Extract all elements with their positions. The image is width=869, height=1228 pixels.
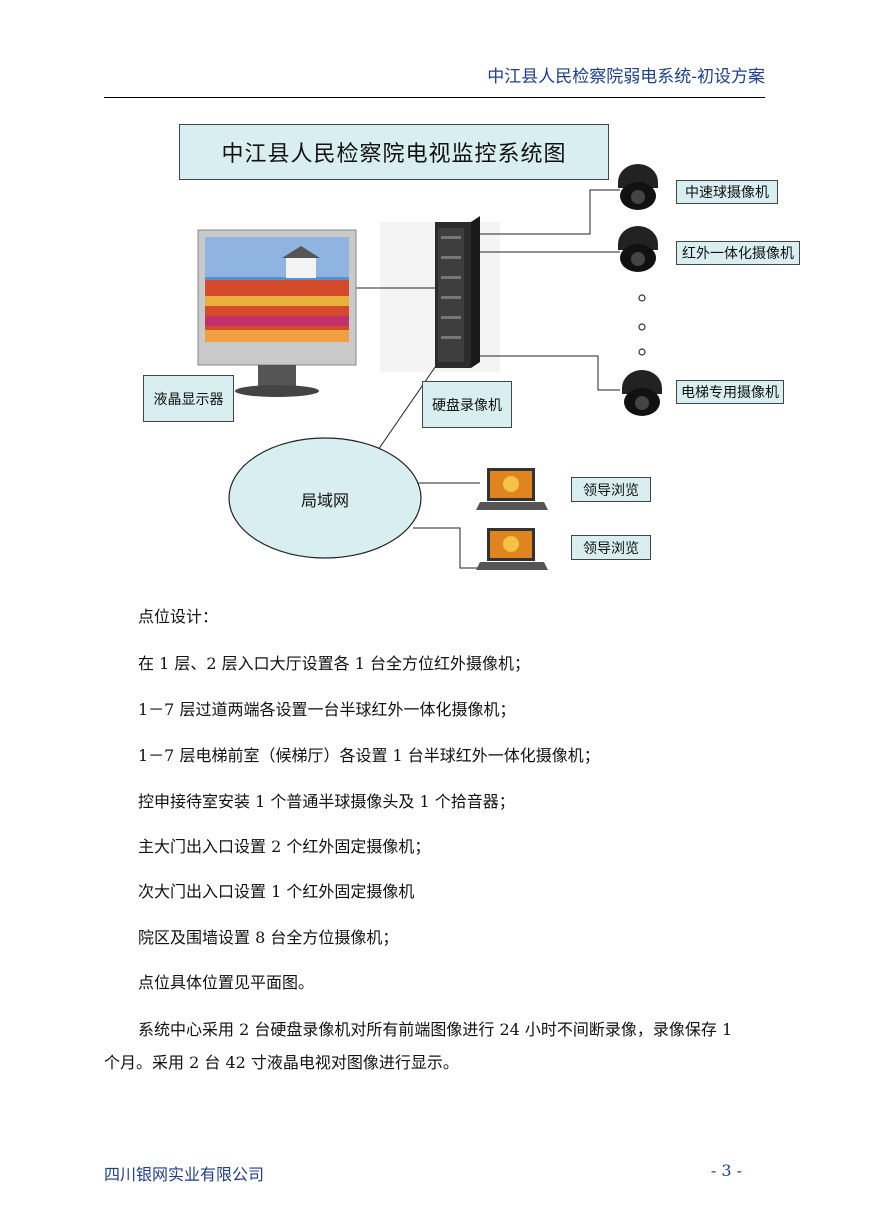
connection-lines — [355, 189, 620, 569]
label-ir-camera: 红外一体化摄像机 — [676, 241, 800, 265]
label-lcd-monitor: 液晶显示器 — [143, 375, 234, 422]
laptop-icon — [476, 528, 548, 570]
summary-line: 系统中心采用 2 台硬盘录像机对所有前端图像进行 24 小时不间断录像，录像保存… — [138, 1020, 733, 1039]
ir-camera-icon — [618, 226, 658, 272]
label-elevator-camera: 电梯专用摄像机 — [676, 380, 784, 404]
hard-disk-recorder-icon — [435, 216, 480, 368]
laptop-icon — [476, 468, 548, 510]
surveillance-system-diagram: 中江县人民检察院电视监控系统图 液晶显示器 硬盘录像机 中速球摄像机 红外一体化… — [0, 0, 869, 600]
label-hard-disk-recorder: 硬盘录像机 — [422, 381, 512, 428]
paragraph: 次大门出入口设置 1 个红外固定摄像机 — [138, 882, 415, 901]
label-speed-dome-camera: 中速球摄像机 — [676, 180, 778, 204]
header-divider — [104, 97, 765, 98]
label-leader-view-1: 领导浏览 — [571, 477, 651, 502]
label-leader-view-2: 领导浏览 — [571, 535, 651, 560]
paragraph: 1－7 层过道两端各设置一台半球红外一体化摄像机； — [138, 700, 516, 719]
line-speed-dome — [470, 189, 620, 235]
paragraph: 院区及围墙设置 8 台全方位摄像机； — [138, 928, 399, 947]
paragraph: 点位设计： — [138, 607, 219, 626]
footer-company: 四川银网实业有限公司 — [104, 1165, 265, 1184]
lan-cloud — [228, 437, 422, 559]
speed-dome-camera-icon — [618, 164, 658, 210]
elevator-camera-icon — [622, 370, 662, 416]
label-lan: 局域网 — [300, 491, 349, 510]
diagram-graphics — [197, 164, 662, 570]
summary-line: 个月。采用 2 台 42 寸液晶电视对图像进行显示。 — [104, 1053, 459, 1072]
line-elevator-camera — [470, 355, 620, 391]
diagram-title: 中江县人民检察院电视监控系统图 — [179, 124, 609, 180]
line-lan-laptop2 — [413, 527, 492, 569]
paragraph: 控申接待室安装 1 个普通半球摄像头及 1 个拾音器； — [138, 792, 515, 811]
ellipsis-dots — [638, 294, 646, 356]
header-title: 中江县人民检察院弱电系统-初设方案 — [487, 67, 765, 87]
paragraph: 在 1 层、2 层入口大厅设置各 1 台全方位红外摄像机； — [138, 654, 530, 673]
line-recorder-lan — [377, 359, 441, 451]
footer-page-number: - 3 - — [710, 1161, 742, 1180]
lcd-monitor-icon — [197, 229, 357, 397]
paragraph: 点位具体位置见平面图。 — [138, 973, 315, 992]
paragraph: 主大门出入口设置 2 个红外固定摄像机； — [138, 837, 431, 856]
paragraph: 1－7 层电梯前室（候梯厅）各设置 1 台半球红外一体化摄像机； — [138, 746, 600, 765]
